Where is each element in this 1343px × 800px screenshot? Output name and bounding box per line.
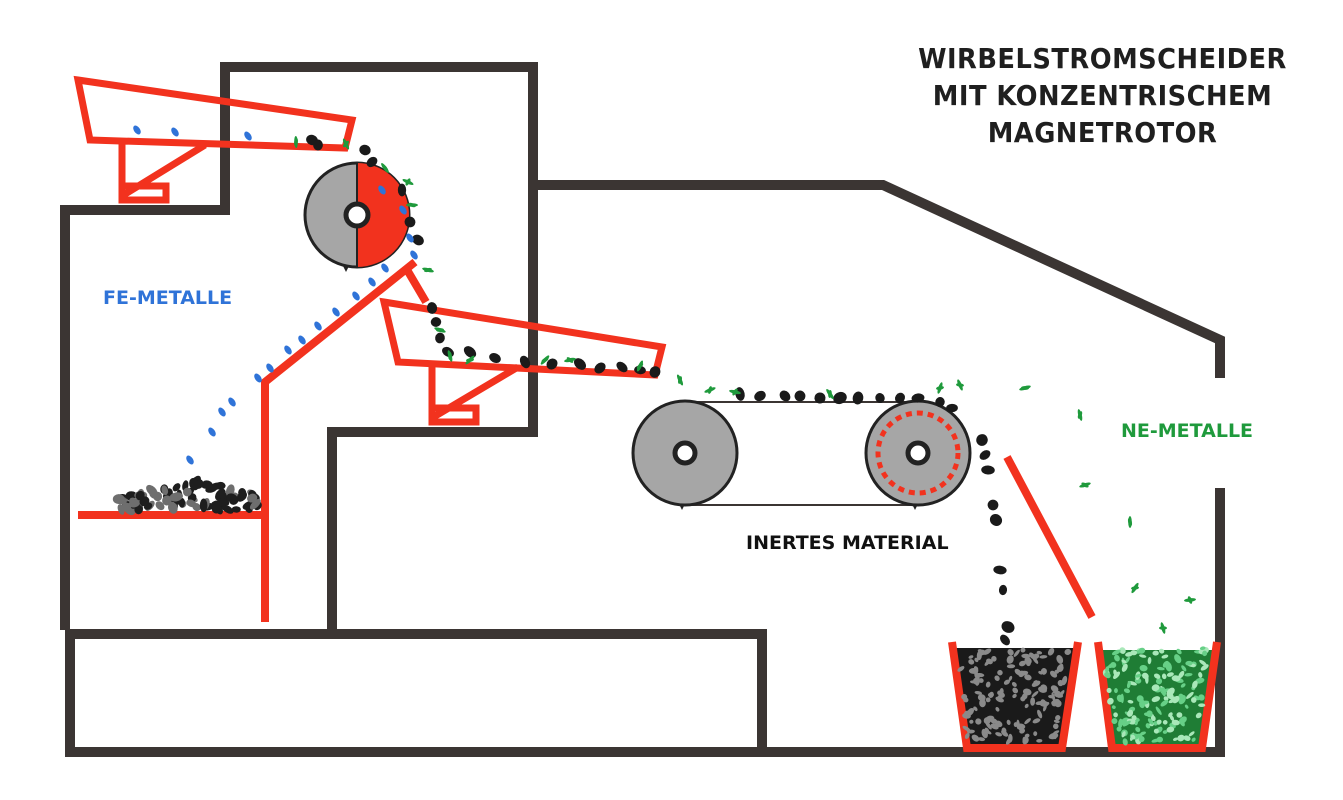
collection-bin-icon (948, 641, 1221, 752)
inert-bin (948, 641, 1082, 752)
nf-metal-particles (294, 136, 1196, 634)
splitter-plates (78, 258, 1096, 622)
nf-splitter-plate (1003, 455, 1096, 619)
title-line-2: MIT KONZENTRISCHEM (932, 79, 1273, 112)
fe-metal-particles (133, 125, 418, 465)
upper-feeder-tray (73, 75, 357, 152)
fe-splitter-plate (261, 258, 418, 622)
magnetic-drum-icon (303, 161, 411, 272)
fe-splitter-blade (402, 265, 430, 305)
upper-feeder (73, 75, 357, 204)
base-block (65, 629, 767, 757)
inert-material-label: INERTES MATERIAL (746, 532, 949, 554)
inert-particles (306, 134, 1015, 646)
idler-drum-icon (631, 399, 739, 510)
nf-bin (1094, 641, 1221, 752)
lower-feeder-base (428, 404, 480, 426)
title-line-1: WIRBELSTROMSCHEIDER (918, 42, 1287, 75)
upper-feeder-base (118, 182, 170, 204)
eddy-current-rotor-icon (864, 399, 972, 510)
fe-metals-label: FE-METALLE (103, 287, 233, 309)
right-housing-outline (538, 180, 1225, 378)
left-housing-outline (60, 62, 538, 630)
machine-frame (60, 62, 1225, 757)
title-line-3: MAGNETROTOR (987, 116, 1218, 149)
fe-metal-pile (112, 475, 262, 516)
right-wall-lower (762, 488, 1225, 757)
nf-metals-label: NE-METALLE (1121, 420, 1254, 442)
